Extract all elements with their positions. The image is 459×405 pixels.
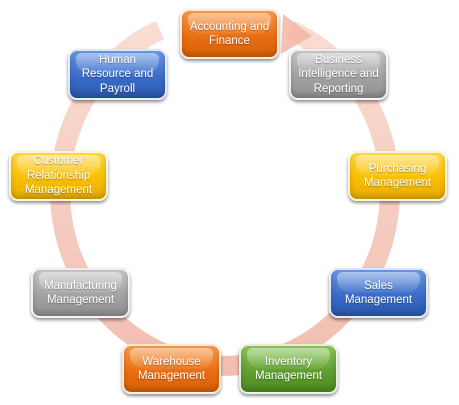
node-label: Inventory Management (254, 355, 323, 382)
node-customer-relationship-management: Customer Relationship Management (9, 151, 108, 201)
node-human-resource-and-payroll: Human Resource and Payroll (68, 49, 167, 100)
node-accounting-and-finance: Accounting and Finance (180, 9, 279, 59)
node-purchasing-management: Purchasing Management (348, 151, 447, 201)
cycle-arrow-band (50, 20, 400, 376)
node-manufacturing-management: Manufacturing Management (31, 268, 130, 318)
node-label: Accounting and Finance (189, 20, 270, 47)
node-label: Manufacturing Management (44, 279, 117, 306)
node-label: Warehouse Management (137, 355, 206, 382)
node-label: Customer Relationship Management (24, 155, 93, 197)
cycle-arrowhead-icon (281, 14, 312, 54)
node-label: Sales Management (344, 279, 413, 306)
node-label: Purchasing Management (363, 162, 432, 189)
node-label: Business Intelligence and Reporting (298, 53, 379, 95)
node-inventory-management: Inventory Management (239, 344, 338, 394)
node-label: Human Resource and Payroll (81, 53, 154, 95)
node-warehouse-management: Warehouse Management (122, 344, 221, 394)
node-sales-management: Sales Management (329, 268, 428, 318)
node-business-intelligence-and-reporting: Business Intelligence and Reporting (289, 49, 388, 100)
